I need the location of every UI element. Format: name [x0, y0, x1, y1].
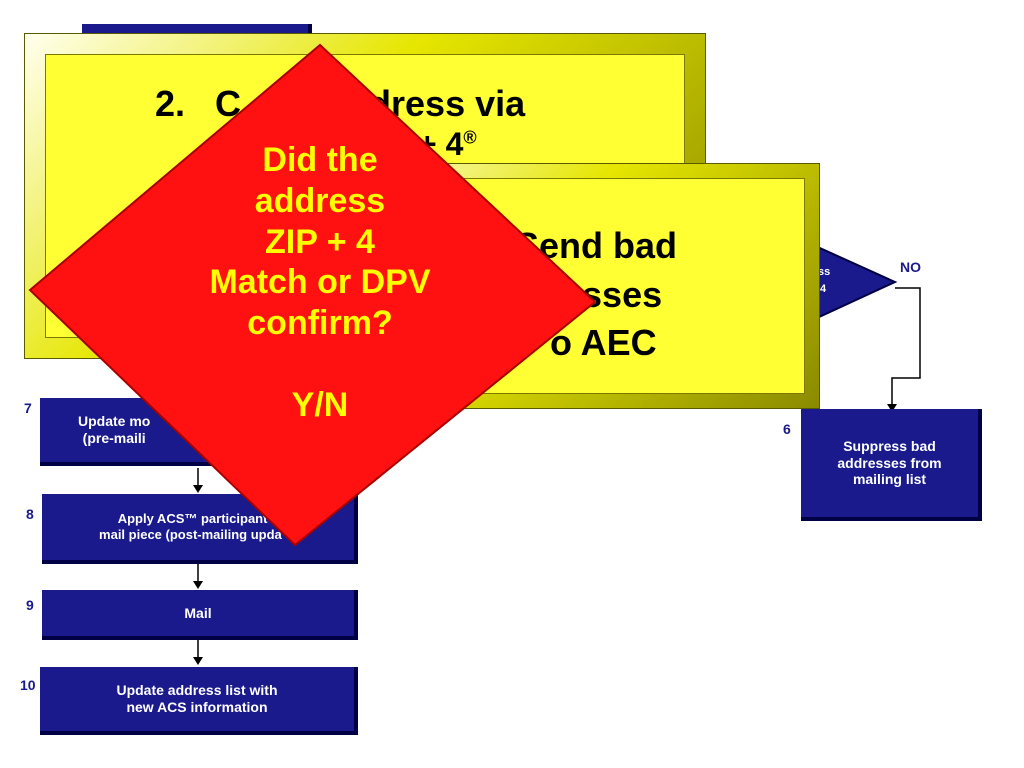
no-label: NO [900, 259, 921, 275]
arrow-7-8 [193, 468, 203, 493]
arrow-9-10 [193, 640, 203, 665]
step-label-6: Suppress bad addresses from mailing list [837, 437, 942, 488]
connector-no-branch [887, 287, 921, 412]
step-number-7: 7 [24, 400, 32, 416]
decision-text: Did the address ZIP + 4 Match or DPV con… [209, 141, 431, 424]
diamond-small-text-2: 4 [820, 283, 827, 295]
step-box-9: Mail [42, 590, 358, 640]
card-front-line3: o AEC [550, 322, 657, 363]
step-number-10: 10 [20, 677, 36, 693]
step-number-9: 9 [26, 597, 34, 613]
step-box-10: Update address list with new ACS informa… [40, 667, 358, 735]
step-number-8: 8 [26, 506, 34, 522]
step-label-10: Update address list with new ACS informa… [116, 682, 278, 715]
step-number-6: 6 [783, 421, 791, 437]
step-box-6: Suppress bad addresses from mailing list [801, 409, 982, 521]
step-label-7: Update mo (pre-maili [78, 413, 151, 446]
step-label-9: Mail [184, 604, 212, 621]
arrow-8-9 [193, 564, 203, 589]
decision-diamond [28, 43, 597, 547]
registered-mark: ® [463, 127, 477, 148]
step-label-8: Apply ACS™ participant c mail piece (pos… [99, 511, 297, 542]
diamond-small-text-1: ss [818, 266, 830, 278]
